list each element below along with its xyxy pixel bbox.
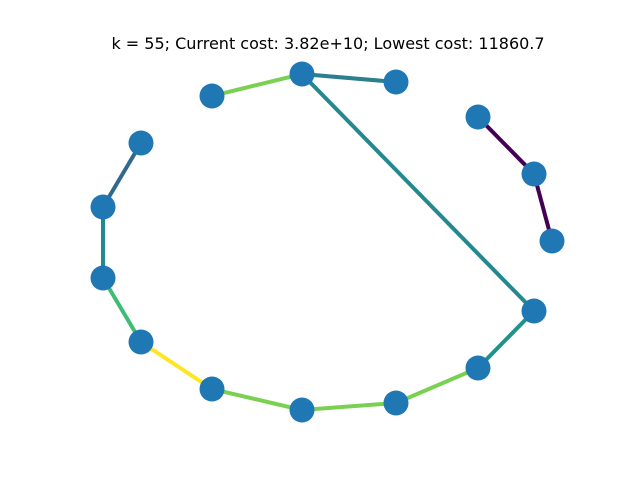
edge-n8-n9 xyxy=(393,365,481,406)
figure-title: k = 55; Current cost: 3.82e+10; Lowest c… xyxy=(111,34,544,53)
node-n7 xyxy=(521,298,547,324)
edge-n4-n5 xyxy=(475,114,537,177)
node-n5 xyxy=(521,161,547,187)
node-n2 xyxy=(289,61,315,87)
edge-n7-n8 xyxy=(475,308,537,371)
node-n10 xyxy=(289,397,315,423)
node-n6 xyxy=(539,228,565,254)
node-n11 xyxy=(199,376,225,402)
edge-n1-n2 xyxy=(209,71,305,99)
edge-n11-n12 xyxy=(138,339,215,392)
node-n12 xyxy=(128,329,154,355)
node-n3 xyxy=(383,69,409,95)
node-n1 xyxy=(199,83,225,109)
node-n9 xyxy=(383,390,409,416)
node-n13 xyxy=(90,265,116,291)
edge-n9-n10 xyxy=(299,400,399,413)
node-n15 xyxy=(128,130,154,156)
edge-n10-n11 xyxy=(209,386,305,413)
node-n14 xyxy=(90,194,116,220)
node-n4 xyxy=(465,104,491,130)
node-n8 xyxy=(465,355,491,381)
node-layer xyxy=(90,61,565,423)
edge-n2-n7 xyxy=(299,71,537,314)
edge-n2-n3 xyxy=(299,71,399,85)
